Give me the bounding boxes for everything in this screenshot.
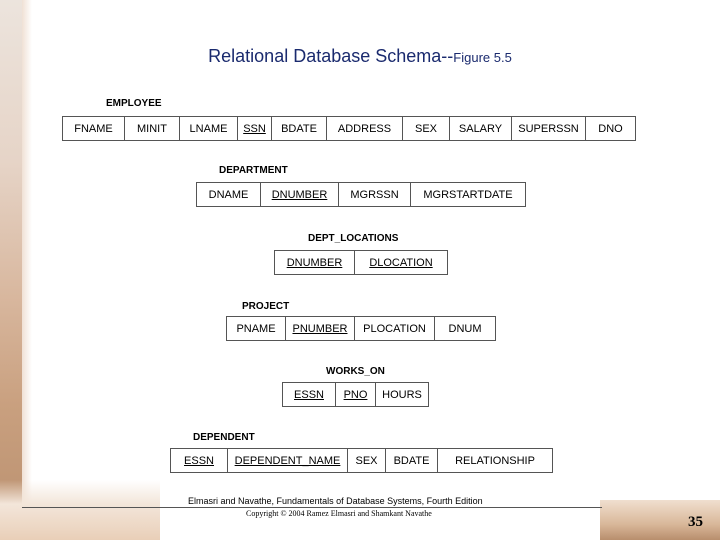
attribute-label: HOURS bbox=[382, 388, 422, 401]
relation-table-department: DNAME DNUMBER MGRSSN MGRSTARTDATE bbox=[196, 182, 526, 207]
attribute-plocation: PLOCATION bbox=[355, 317, 435, 340]
attribute-pnumber: PNUMBER bbox=[286, 317, 355, 340]
relation-name-dependent: DEPENDENT bbox=[193, 432, 255, 443]
attribute-dnumber: DNUMBER bbox=[275, 251, 355, 274]
attribute-ssn: SSN bbox=[238, 117, 272, 140]
attribute-label: DLOCATION bbox=[369, 256, 433, 269]
attribute-label: PNO bbox=[343, 388, 368, 401]
attribute-dnum: DNUM bbox=[435, 317, 495, 340]
footer-divider bbox=[22, 507, 602, 508]
page-number: 35 bbox=[688, 514, 703, 530]
attribute-label: MGRSSN bbox=[350, 188, 399, 201]
attribute-pname: PNAME bbox=[227, 317, 286, 340]
attribute-superssn: SUPERSSN bbox=[512, 117, 586, 140]
relation-table-employee: FNAME MINIT LNAME SSN BDATE ADDRESS SEX SALARY S… bbox=[62, 116, 636, 141]
relation-name-project: PROJECT bbox=[242, 301, 290, 312]
attribute-sex: SEX bbox=[348, 449, 386, 472]
attribute-mgrssn: MGRSSN bbox=[339, 183, 411, 206]
attribute-label: ESSN bbox=[184, 454, 214, 467]
attribute-label: PLOCATION bbox=[363, 322, 426, 335]
relation-name-employee: EMPLOYEE bbox=[106, 98, 162, 109]
desert-background-bottom-left bbox=[0, 480, 160, 540]
attribute-label: DNO bbox=[598, 122, 623, 135]
attribute-essn: ESSN bbox=[283, 383, 336, 406]
attribute-bdate: BDATE bbox=[386, 449, 438, 472]
attribute-dnumber: DNUMBER bbox=[261, 183, 339, 206]
slide-title: Relational Database Schema--Figure 5.5 bbox=[0, 46, 720, 67]
attribute-label: RELATIONSHIP bbox=[455, 454, 535, 467]
desert-background-left bbox=[0, 0, 32, 540]
attribute-label: SSN bbox=[243, 122, 266, 135]
slide-title-main: Relational Database Schema-- bbox=[208, 46, 454, 66]
attribute-label: LNAME bbox=[189, 122, 228, 135]
relation-table-dependent: ESSN DEPENDENT_NAME SEX BDATE RELATIONSHIP bbox=[170, 448, 553, 473]
attribute-salary: SALARY bbox=[450, 117, 512, 140]
relation-name-department: DEPARTMENT bbox=[219, 165, 288, 176]
attribute-label: SEX bbox=[414, 122, 437, 135]
footer-copyright: Copyright © 2004 Ramez Elmasri and Shamk… bbox=[246, 509, 432, 518]
attribute-label: DNUMBER bbox=[286, 256, 343, 269]
attribute-relationship: RELATIONSHIP bbox=[438, 449, 552, 472]
attribute-mgrstartdate: MGRSTARTDATE bbox=[411, 183, 525, 206]
attribute-label: DNUM bbox=[448, 322, 482, 335]
attribute-fname: FNAME bbox=[63, 117, 125, 140]
attribute-label: MGRSTARTDATE bbox=[423, 188, 513, 201]
attribute-label: BDATE bbox=[281, 122, 317, 135]
attribute-dependent-name: DEPENDENT_NAME bbox=[228, 449, 348, 472]
footer-credit: Elmasri and Navathe, Fundamentals of Dat… bbox=[188, 496, 483, 506]
attribute-minit: MINIT bbox=[125, 117, 180, 140]
attribute-label: SUPERSSN bbox=[518, 122, 579, 135]
attribute-label: FNAME bbox=[74, 122, 113, 135]
slide-title-figure: Figure 5.5 bbox=[453, 50, 512, 65]
attribute-dname: DNAME bbox=[197, 183, 261, 206]
relation-table-project: PNAME PNUMBER PLOCATION DNUM bbox=[226, 316, 496, 341]
attribute-label: BDATE bbox=[393, 454, 430, 467]
relation-name-dept-locations: DEPT_LOCATIONS bbox=[308, 233, 399, 244]
attribute-essn: ESSN bbox=[171, 449, 228, 472]
attribute-label: ADDRESS bbox=[337, 122, 392, 135]
attribute-label: DEPENDENT_NAME bbox=[234, 454, 341, 467]
attribute-label: ESSN bbox=[294, 388, 324, 401]
attribute-label: PNAME bbox=[236, 322, 276, 335]
attribute-label: PNUMBER bbox=[292, 322, 348, 335]
relation-table-dept-locations: DNUMBER DLOCATION bbox=[274, 250, 448, 275]
relation-name-works-on: WORKS_ON bbox=[326, 366, 385, 377]
relation-table-works-on: ESSN PNO HOURS bbox=[282, 382, 429, 407]
attribute-label: MINIT bbox=[137, 122, 167, 135]
attribute-dlocation: DLOCATION bbox=[355, 251, 447, 274]
attribute-sex: SEX bbox=[403, 117, 450, 140]
attribute-lname: LNAME bbox=[180, 117, 238, 140]
desert-background-bottom-right bbox=[600, 500, 720, 540]
attribute-bdate: BDATE bbox=[272, 117, 327, 140]
attribute-pno: PNO bbox=[336, 383, 376, 406]
attribute-dno: DNO bbox=[586, 117, 635, 140]
attribute-label: SALARY bbox=[458, 122, 503, 135]
attribute-label: SEX bbox=[355, 454, 378, 467]
attribute-label: DNAME bbox=[208, 188, 249, 201]
attribute-hours: HOURS bbox=[376, 383, 428, 406]
attribute-label: DNUMBER bbox=[271, 188, 328, 201]
attribute-address: ADDRESS bbox=[327, 117, 403, 140]
